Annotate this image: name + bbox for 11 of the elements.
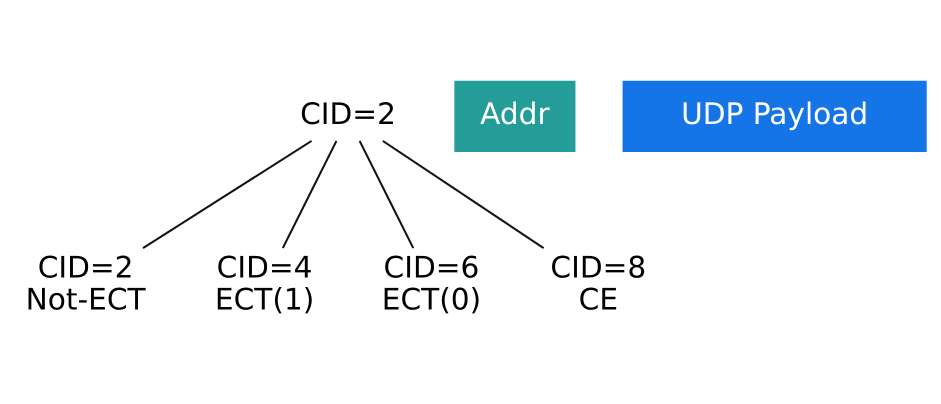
connector [382,140,544,248]
node-text: CID=4 ECT(1) [214,250,314,316]
node-box: Addr [454,80,576,152]
node-text: CID=6 ECT(0) [382,250,482,316]
node-text: CID=2 Not-ECT [26,250,146,316]
node-box: UDP Payload [622,80,927,152]
node-text: CID=2 [300,96,396,130]
connector [358,140,414,248]
connector [282,140,338,248]
connector [142,140,312,248]
node-text: CID=8 CE [550,250,646,316]
